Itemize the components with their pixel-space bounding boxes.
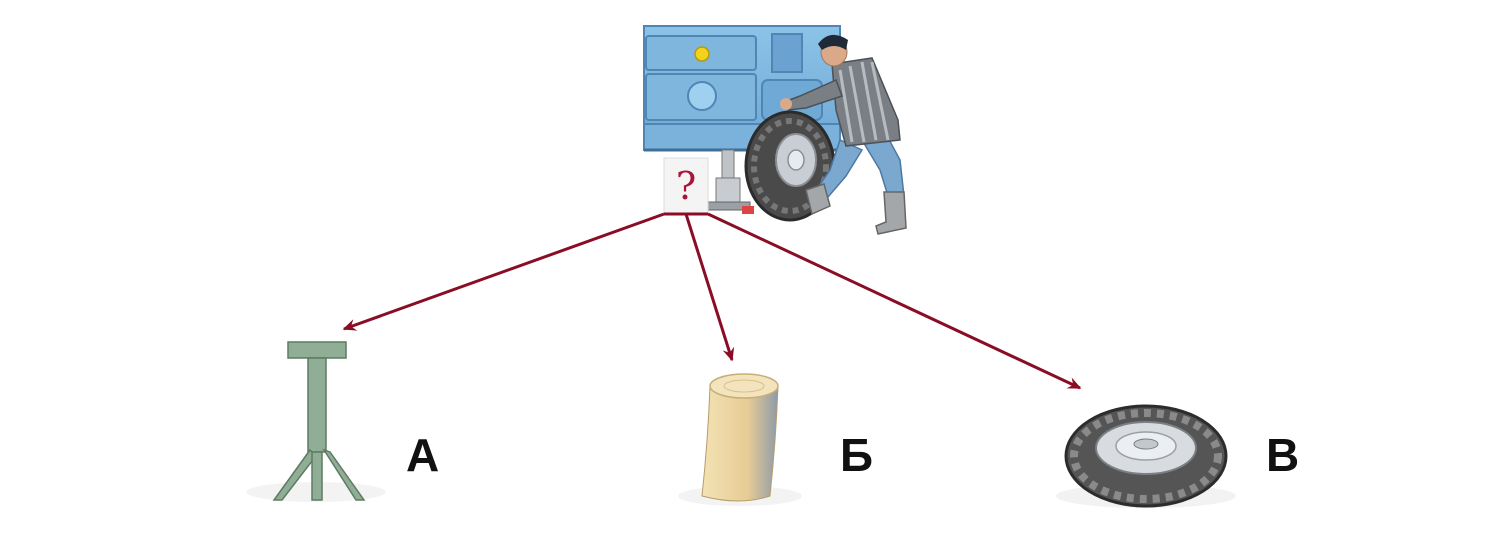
option-label-c: В bbox=[1266, 429, 1300, 481]
question-box bbox=[663, 157, 709, 215]
question-mark: ? bbox=[675, 164, 697, 208]
option-a-jack-stand bbox=[246, 341, 386, 502]
jack bbox=[707, 149, 754, 214]
arrows bbox=[342, 212, 1082, 390]
trailer-round-light bbox=[687, 81, 717, 111]
option-c-tire bbox=[1056, 404, 1236, 508]
arrow-to-b bbox=[684, 213, 735, 362]
reflector-yellow bbox=[694, 46, 710, 62]
arrow-to-c bbox=[707, 212, 1082, 390]
trailer-window bbox=[771, 33, 803, 73]
arrow-to-a bbox=[342, 212, 665, 331]
man-figure bbox=[780, 34, 907, 235]
option-label-b: Б bbox=[840, 429, 874, 481]
option-b-log bbox=[678, 373, 802, 506]
option-label-a: А bbox=[406, 429, 440, 481]
